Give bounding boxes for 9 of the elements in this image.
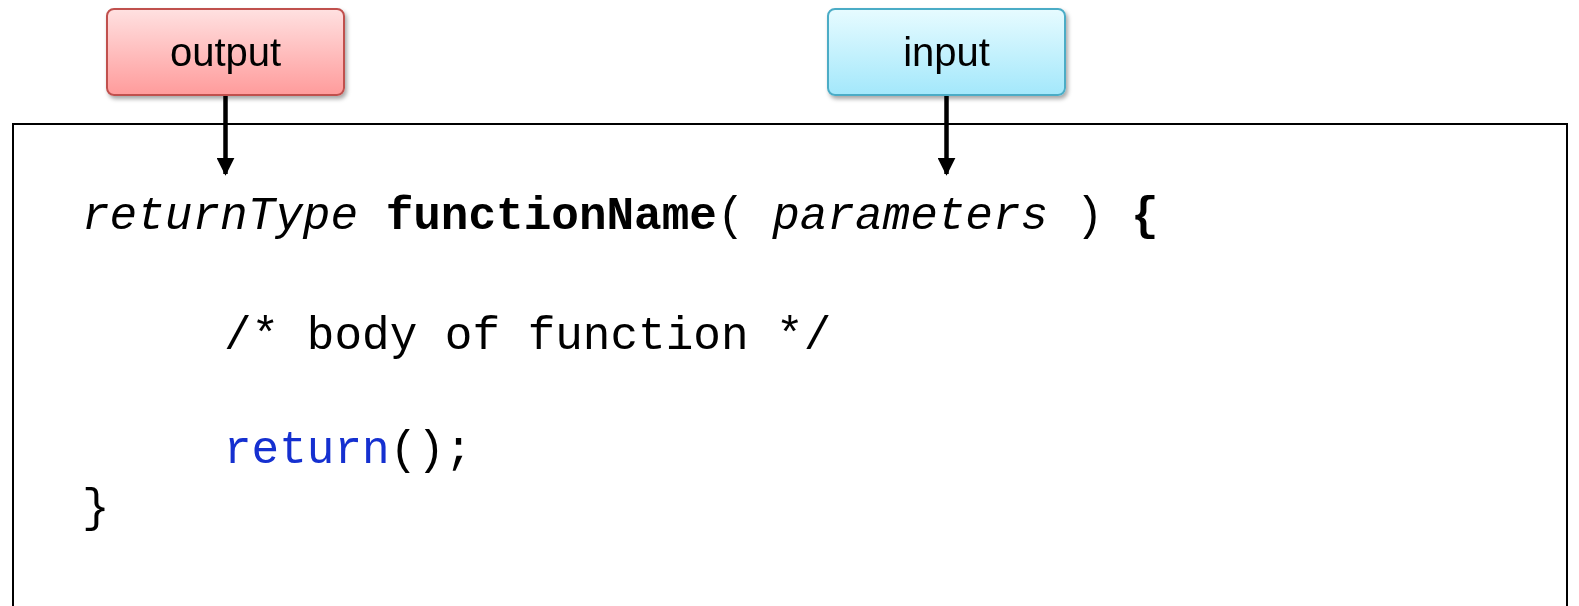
label-box: input — [827, 8, 1066, 96]
code-line: return(); — [224, 424, 473, 479]
arrow — [937, 96, 956, 176]
code-line: /* body of function */ — [224, 310, 832, 365]
label-box: output — [106, 8, 345, 96]
code-line: returnType functionName( parameters ) { — [82, 190, 1159, 245]
code-panel — [12, 123, 1568, 606]
code-line: } — [82, 482, 110, 537]
arrow — [216, 96, 235, 176]
